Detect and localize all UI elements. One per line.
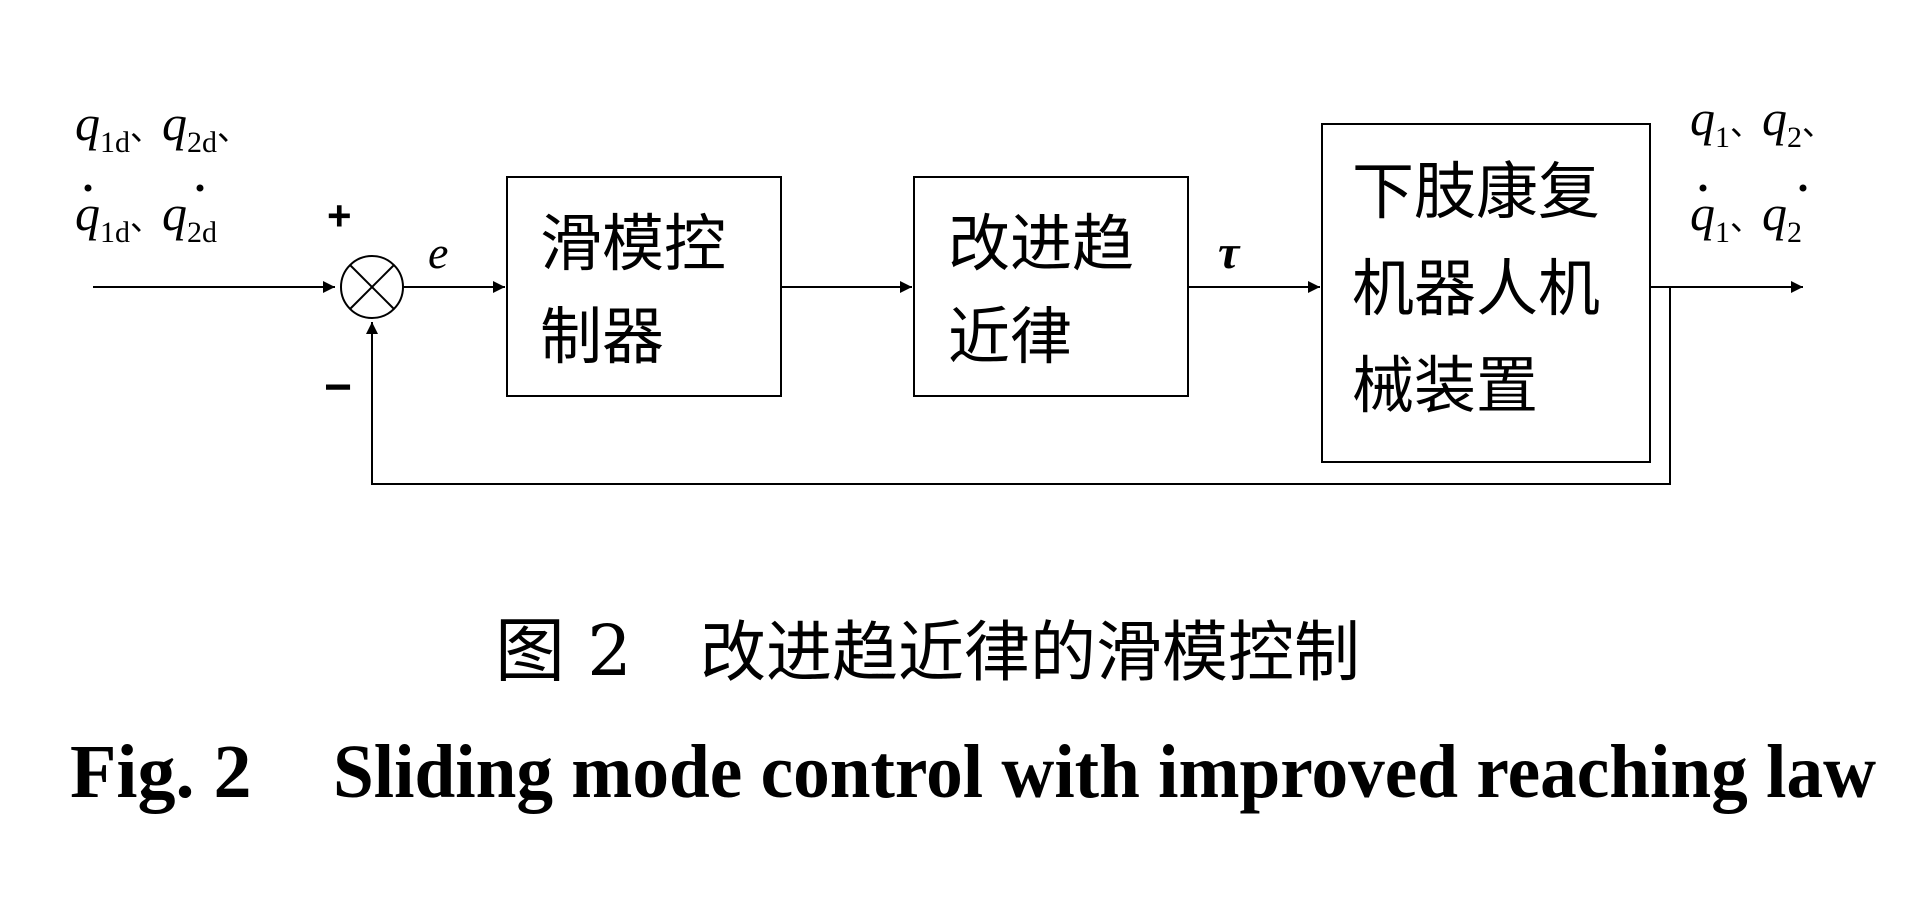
- error-signal-label: e: [428, 227, 448, 278]
- rehabilitation-robot-label-line1: 下肢康复: [1352, 155, 1600, 228]
- torque-signal-label: τ: [1218, 226, 1241, 279]
- improved-reaching-law-label-line1: 改进趋: [948, 207, 1134, 280]
- output-signals-label: q1、q2、 q1、q2: [1690, 90, 1834, 249]
- derivative-dot: [196, 184, 204, 192]
- derivative-dot: [1799, 184, 1807, 192]
- rehabilitation-robot-label-line3: 械装置: [1352, 349, 1538, 422]
- rehabilitation-robot-block: [1321, 123, 1651, 463]
- minus-sign: −: [324, 361, 352, 414]
- caption-en-label: Fig. 2: [70, 730, 252, 814]
- figure-caption: 图 2 改进趋近律的滑模控制 Fig. 2 Sliding mode contr…: [70, 610, 1876, 814]
- plus-sign: +: [327, 192, 352, 239]
- caption-en-title: Sliding mode control with improved reach…: [333, 730, 1876, 814]
- feedback-line: [366, 287, 1671, 485]
- svg-text:q1、q2、: q1、q2、: [1690, 90, 1834, 154]
- input-signals-label: q1d、q2d、 q1d、q2d: [75, 95, 249, 249]
- svg-text:q1d、q2d: q1d、q2d: [75, 185, 217, 249]
- caption-cn-title: 改进趋近律的滑模控制: [700, 614, 1360, 691]
- improved-reaching-law-label-line2: 近律: [948, 300, 1072, 373]
- summing-junction: [340, 255, 404, 319]
- caption-cn-label: 图 2: [495, 610, 632, 692]
- rehabilitation-robot-label-line2: 机器人机: [1352, 252, 1600, 325]
- sliding-mode-controller-label-line2: 制器: [540, 300, 664, 373]
- derivative-dot: [84, 184, 92, 192]
- svg-text:q1d、q2d、: q1d、q2d、: [75, 95, 249, 159]
- svg-text:q1、q2: q1、q2: [1690, 185, 1802, 249]
- derivative-dot: [1699, 184, 1707, 192]
- sliding-mode-controller-label-line1: 滑模控: [540, 207, 726, 280]
